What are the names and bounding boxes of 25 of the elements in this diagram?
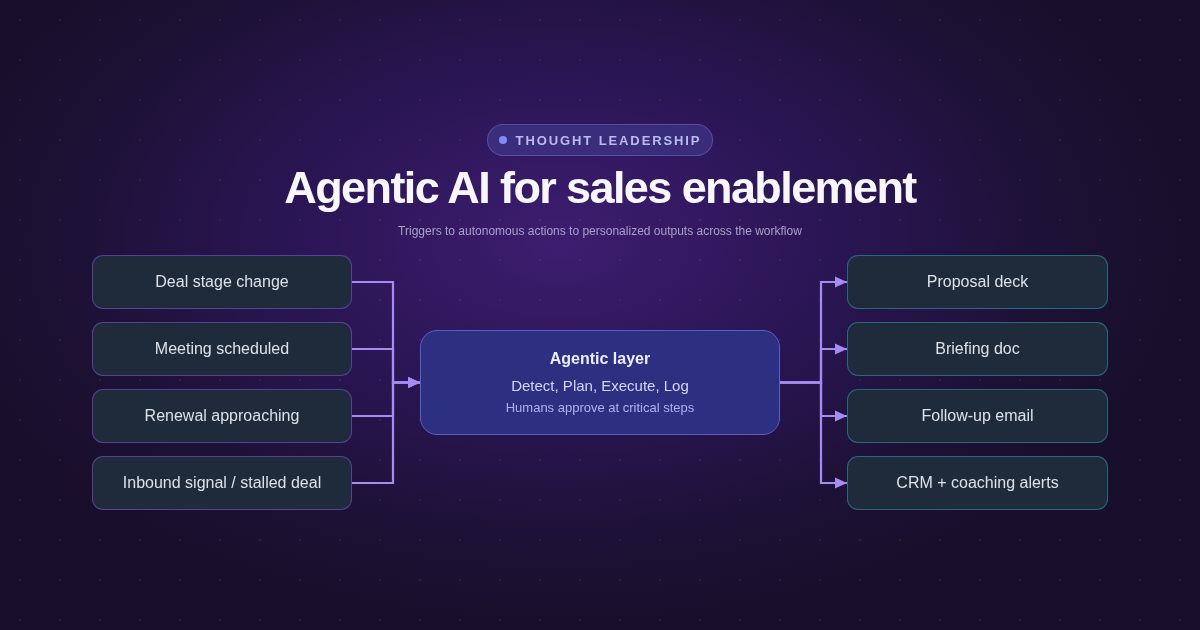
title: Agentic AI for sales enablement xyxy=(284,161,916,215)
trigger-card xyxy=(92,255,352,309)
card-label: Meeting scheduled xyxy=(154,340,290,358)
output-card xyxy=(847,255,1108,309)
output-card xyxy=(847,322,1108,376)
card-label: Deal stage change xyxy=(155,273,289,291)
card-label: Follow-up email xyxy=(921,407,1034,425)
card-label: Briefing doc xyxy=(935,340,1020,358)
box-heading: Agentic layer xyxy=(549,350,651,368)
connector-arrow xyxy=(780,381,847,489)
card-label: CRM + coaching alerts xyxy=(896,474,1059,492)
card-label: Proposal deck xyxy=(926,273,1029,291)
category-label: THOUGHT LEADERSHIP xyxy=(515,132,702,148)
output-card xyxy=(847,456,1108,510)
connector-arrow xyxy=(352,377,420,485)
trigger-card xyxy=(92,389,352,443)
card-label: Inbound signal / stalled deal xyxy=(122,474,322,492)
box-note: Humans approve at critical steps xyxy=(505,400,695,415)
trigger-card xyxy=(92,322,352,376)
agent-layer-box xyxy=(420,330,780,435)
trigger-card xyxy=(92,456,352,510)
card-label: Renewal approaching xyxy=(144,407,300,425)
output-card xyxy=(847,389,1108,443)
subtitle: Triggers to autonomous actions to personalized outputs across the workflow xyxy=(398,224,802,238)
box-text: Detect, Plan, Execute, Log xyxy=(511,377,689,394)
